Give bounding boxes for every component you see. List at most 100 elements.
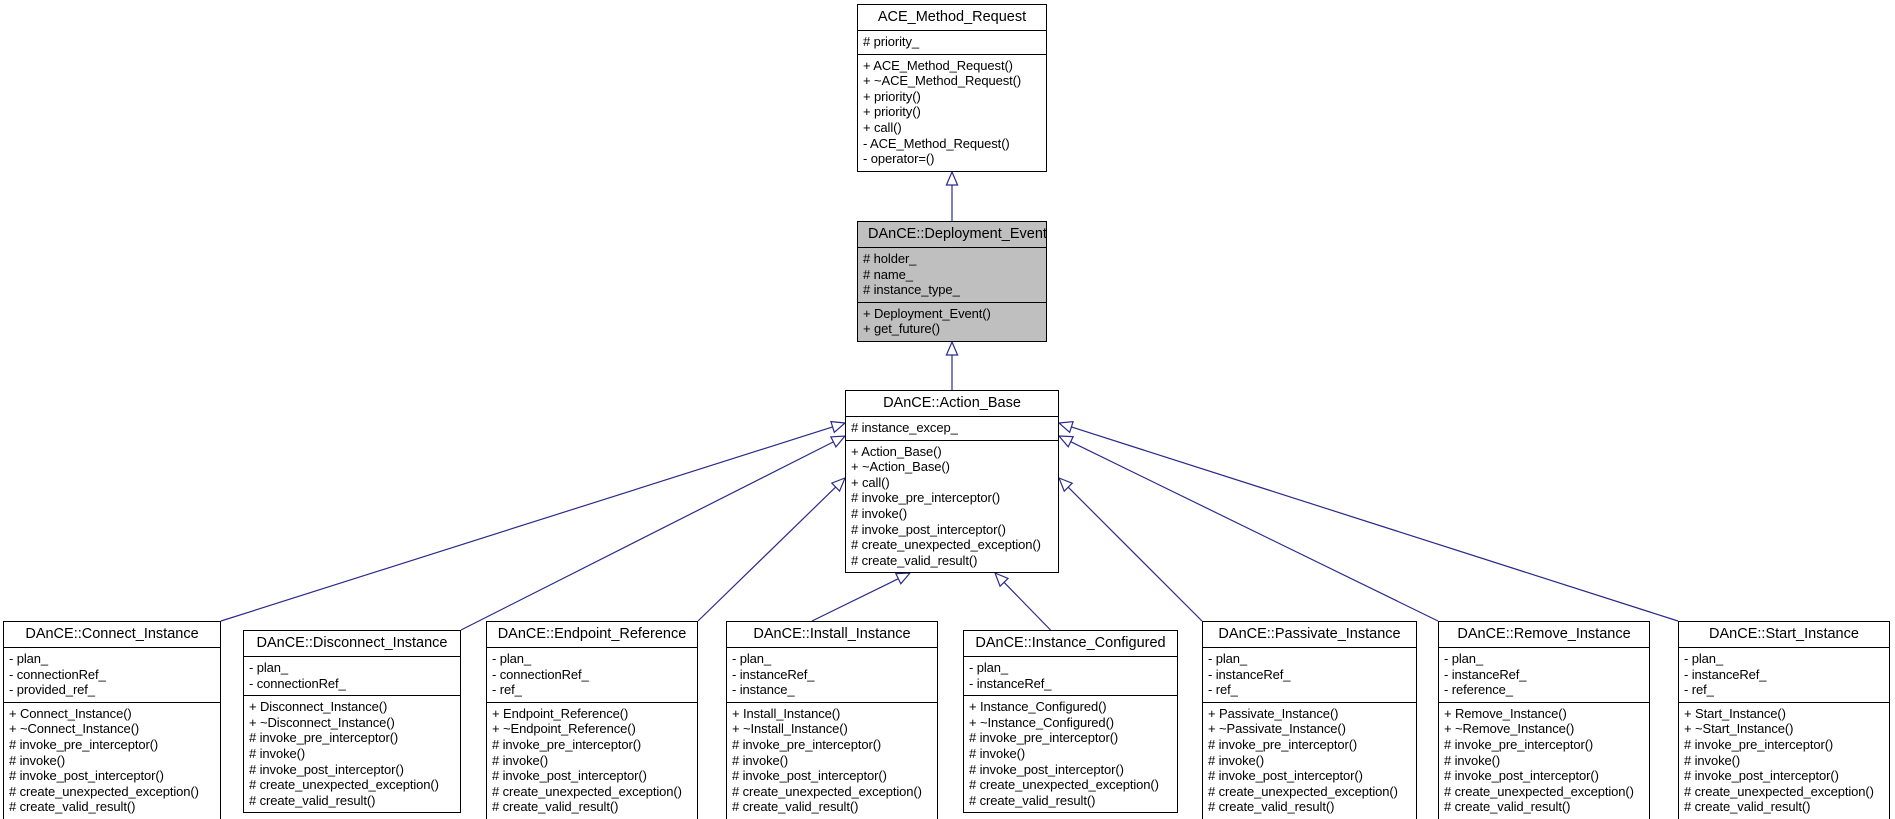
class-box-remove_instance[interactable]: DAnCE::Remove_Instance- plan_- instanceR… <box>1438 621 1650 819</box>
operation: # create_valid_result() <box>249 792 376 808</box>
class-name-remove_instance: DAnCE::Remove_Instance <box>1457 626 1631 642</box>
operation: # invoke_post_interceptor() <box>1444 768 1599 784</box>
operation: # create_valid_result() <box>1208 799 1335 815</box>
class-box-action_base[interactable]: DAnCE::Action_Base# instance_excep_+ Act… <box>845 390 1059 574</box>
compartment-divider <box>1439 647 1649 648</box>
class-box-connect_instance[interactable]: DAnCE::Connect_Instance- plan_- connecti… <box>3 621 221 819</box>
edge-disconnect_instance-to-action_base-line <box>460 441 834 631</box>
edge-instance_configured-to-action_base-arrowhead <box>993 571 1010 588</box>
compartment-divider <box>1203 647 1416 648</box>
compartment-divider <box>727 701 937 703</box>
operations-compartment-deployment_event: + Deployment_Event()+ get_future() <box>858 303 1046 341</box>
class-box-endpoint_reference[interactable]: DAnCE::Endpoint_Reference- plan_- connec… <box>486 621 698 819</box>
class-name-action_base: DAnCE::Action_Base <box>883 395 1021 411</box>
operation: # invoke_pre_interceptor() <box>1208 736 1358 752</box>
attribute: - instanceRef_ <box>969 675 1052 691</box>
operation: # invoke() <box>1444 752 1501 768</box>
compartment-divider <box>858 247 1046 248</box>
operations-compartment-start_instance: + Start_Instance()+ ~Start_Instance()# i… <box>1679 703 1889 819</box>
class-box-install_instance[interactable]: DAnCE::Install_Instance- plan_- instance… <box>726 621 938 819</box>
operation: # create_unexpected_exception() <box>249 777 439 793</box>
operation: + call() <box>863 119 902 135</box>
operation: # invoke() <box>851 505 908 521</box>
attributes-compartment-passivate_instance: - plan_- instanceRef_- ref_ <box>1203 648 1416 702</box>
compartment-divider <box>1203 701 1416 703</box>
operation: + get_future() <box>863 321 941 337</box>
attribute: - provided_ref_ <box>9 682 95 698</box>
edge-install_instance-to-action_base-arrowhead <box>894 572 912 585</box>
operations-compartment-instance_configured: + Instance_Configured()+ ~Instance_Confi… <box>964 696 1177 812</box>
operation: # invoke_pre_interceptor() <box>9 736 159 752</box>
attribute: - instanceRef_ <box>1208 666 1291 682</box>
operation: + Instance_Configured() <box>969 699 1107 715</box>
operation: + Connect_Instance() <box>9 705 132 721</box>
operation: + Install_Instance() <box>732 705 841 721</box>
operation: # invoke_pre_interceptor() <box>851 490 1001 506</box>
attribute: - ref_ <box>492 682 522 698</box>
operation: # invoke() <box>1208 752 1265 768</box>
operation: # invoke_pre_interceptor() <box>1684 736 1834 752</box>
edge-connect_instance-to-action_base-line <box>220 426 833 622</box>
attribute: # instance_excep_ <box>851 420 958 435</box>
class-box-deployment_event[interactable]: DAnCE::Deployment_Event# holder_# name_#… <box>857 221 1047 342</box>
class-name-disconnect_instance: DAnCE::Disconnect_Instance <box>256 635 448 651</box>
compartment-divider <box>858 30 1046 31</box>
operation: # invoke_pre_interceptor() <box>969 730 1119 746</box>
operation: + ~Endpoint_Reference() <box>492 721 636 737</box>
class-box-start_instance[interactable]: DAnCE::Start_Instance- plan_- instanceRe… <box>1678 621 1890 819</box>
operation: # create_unexpected_exception() <box>1208 783 1398 799</box>
class-name-passivate_instance: DAnCE::Passivate_Instance <box>1218 626 1401 642</box>
compartment-divider <box>858 53 1046 55</box>
operation: + ~Connect_Instance() <box>9 721 140 737</box>
operation: + ~Instance_Configured() <box>969 714 1115 730</box>
compartment-divider <box>4 647 220 648</box>
operation: + Passivate_Instance() <box>1208 705 1339 721</box>
compartment-divider <box>1439 701 1649 703</box>
operation: + Disconnect_Instance() <box>249 699 388 715</box>
attribute: - plan_ <box>249 660 289 675</box>
class-name-instance_configured: DAnCE::Instance_Configured <box>975 635 1166 651</box>
operation: # invoke() <box>492 752 549 768</box>
compartment-divider <box>964 656 1177 657</box>
operation: + priority() <box>863 88 921 104</box>
edge-deployment_event-to-ace_method_request-arrowhead <box>945 170 959 186</box>
edge-remove_instance-to-action_base-line <box>1070 441 1439 622</box>
operations-compartment-action_base: + Action_Base()+ ~Action_Base()+ call()#… <box>846 441 1058 573</box>
edge-passivate_instance-to-action_base-line <box>1067 486 1203 622</box>
attribute: # holder_ <box>863 251 917 266</box>
operation: # invoke_pre_interceptor() <box>492 736 642 752</box>
attribute: - plan_ <box>1684 651 1724 666</box>
edge-action_base-to-deployment_event-arrowhead <box>945 340 959 356</box>
edge-endpoint_reference-to-action_base-arrowhead <box>830 476 847 493</box>
attribute: - instanceRef_ <box>732 666 815 682</box>
attribute: - instanceRef_ <box>1684 666 1767 682</box>
class-name-endpoint_reference: DAnCE::Endpoint_Reference <box>497 626 687 642</box>
compartment-divider <box>1679 647 1889 648</box>
class-name-connect_instance: DAnCE::Connect_Instance <box>25 626 199 642</box>
operation: # invoke_post_interceptor() <box>1208 768 1363 784</box>
operation: # invoke_post_interceptor() <box>851 521 1006 537</box>
operation: # invoke_pre_interceptor() <box>1444 736 1594 752</box>
operation: # create_valid_result() <box>492 799 619 815</box>
attribute: - instanceRef_ <box>1444 666 1527 682</box>
class-box-instance_configured[interactable]: DAnCE::Instance_Configured- plan_- insta… <box>963 630 1178 814</box>
operation: + ~Install_Instance() <box>732 721 848 737</box>
attributes-compartment-start_instance: - plan_- instanceRef_- ref_ <box>1679 648 1889 702</box>
edge-endpoint_reference-to-action_base-line <box>697 486 837 622</box>
attribute: - reference_ <box>1444 682 1513 698</box>
operation: # create_unexpected_exception() <box>732 783 922 799</box>
operation: # create_valid_result() <box>969 792 1096 808</box>
operation: + ACE_Method_Request() <box>863 57 1013 73</box>
compartment-divider <box>244 695 460 697</box>
attribute: - connectionRef_ <box>492 666 589 682</box>
operation: # invoke_pre_interceptor() <box>732 736 882 752</box>
class-box-ace_method_request[interactable]: ACE_Method_Request# priority_+ ACE_Metho… <box>857 4 1047 172</box>
operation: # create_unexpected_exception() <box>851 537 1041 553</box>
class-box-disconnect_instance[interactable]: DAnCE::Disconnect_Instance- plan_- conne… <box>243 630 461 814</box>
operation: + Action_Base() <box>851 443 942 459</box>
attributes-compartment-ace_method_request: # priority_ <box>858 31 1046 54</box>
attribute: - connectionRef_ <box>249 675 346 691</box>
class-box-passivate_instance[interactable]: DAnCE::Passivate_Instance- plan_- instan… <box>1202 621 1417 819</box>
operation: # invoke_post_interceptor() <box>1684 768 1839 784</box>
operations-compartment-disconnect_instance: + Disconnect_Instance()+ ~Disconnect_Ins… <box>244 696 460 812</box>
